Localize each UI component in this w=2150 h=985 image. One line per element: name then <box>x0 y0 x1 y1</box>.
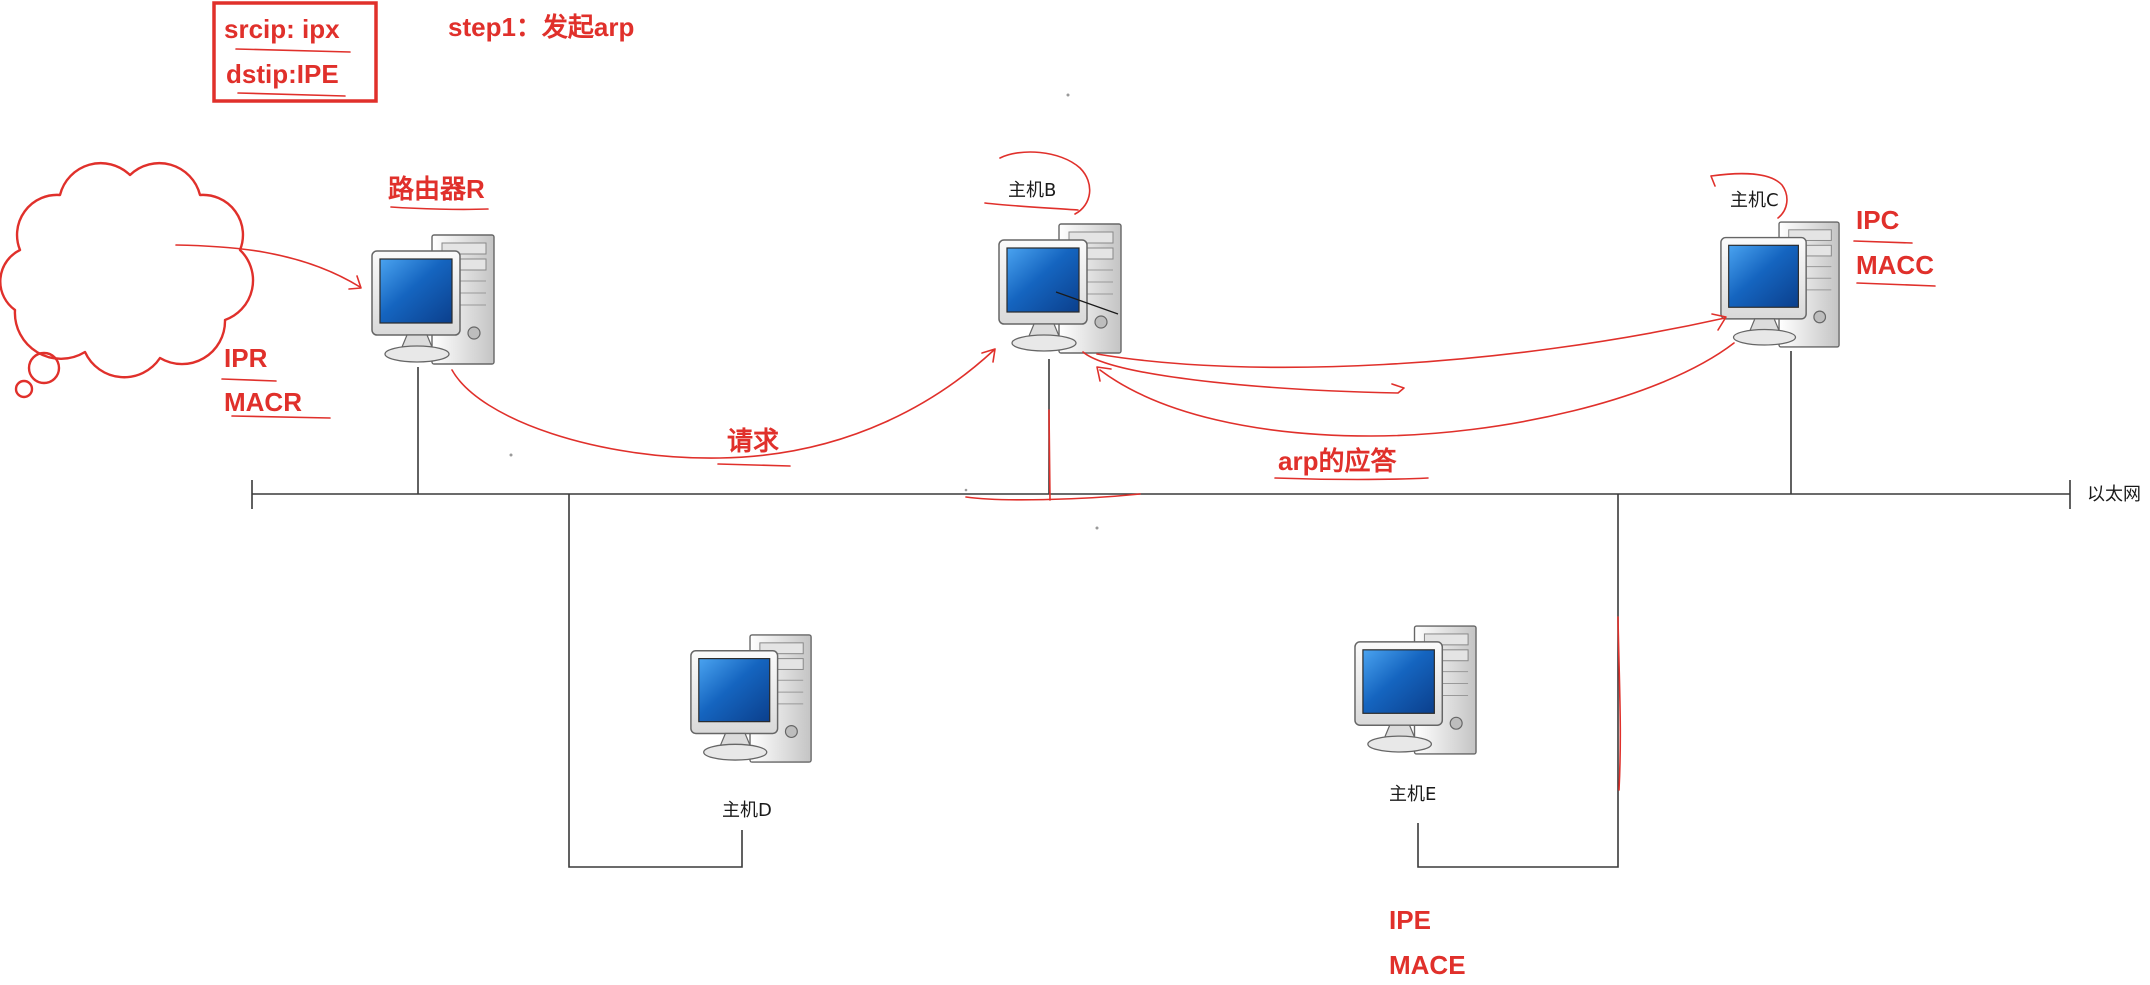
host-c-ip: IPC <box>1856 205 1900 235</box>
cloud-to-router-arrow <box>175 244 362 290</box>
speck <box>1066 93 1070 97</box>
host-c-computer-icon <box>1720 221 1840 348</box>
reply-label: arp的应答 <box>1278 446 1397 476</box>
router-title-underline <box>390 206 489 211</box>
cloud-icon <box>0 161 255 399</box>
router-mac-underline <box>231 415 331 419</box>
arrow-icon <box>981 348 996 363</box>
host-c-mac: MACC <box>1856 250 1934 280</box>
host-c-mac-underline <box>1856 282 1936 287</box>
router-ip: IPR <box>224 343 268 373</box>
arrow-icon <box>348 275 362 290</box>
host-e-mac: MACE <box>1389 950 1466 980</box>
router-computer-icon <box>371 234 495 365</box>
bus-highlight <box>965 493 1141 501</box>
host-d-label: 主机D <box>722 800 772 821</box>
host-b-label: 主机B <box>1008 180 1056 201</box>
host-c-hook-mark <box>1710 172 1788 219</box>
request-label: 请求 <box>727 426 779 456</box>
host-c-ip-underline <box>1853 240 1913 244</box>
host-e-ip: IPE <box>1389 905 1431 935</box>
router-ip-underline <box>221 378 277 382</box>
srcip-underline <box>235 48 351 53</box>
host-e-drop <box>1417 494 1619 868</box>
host-d-drop <box>568 494 743 868</box>
speck <box>509 453 513 457</box>
host-b-circle-mark <box>999 151 1091 215</box>
reply-underline <box>1274 477 1429 481</box>
ethernet-bus <box>251 480 2071 509</box>
speck <box>1095 526 1099 530</box>
host-b-underline <box>984 202 1079 211</box>
srcip-label: srcip: ipx <box>224 14 340 44</box>
packet-info-box: srcip: ipx dstip:IPE <box>212 1 378 103</box>
ethernet-label: 以太网 <box>2087 484 2141 505</box>
host-b-computer-icon <box>998 223 1122 354</box>
host-e-drop-highlight <box>1617 616 1622 791</box>
arp-reply-arrow <box>1096 342 1735 437</box>
request-underline <box>717 463 791 467</box>
arp-request-arrow <box>451 348 996 459</box>
host-b-drop-highlight <box>1048 409 1051 501</box>
host-c-label: 主机C <box>1730 190 1779 211</box>
arrow-icon <box>1711 313 1727 331</box>
host-e-computer-icon <box>1354 625 1477 755</box>
host-d-computer-icon <box>690 634 812 763</box>
broadcast-to-c-arrow <box>1082 313 1727 394</box>
dstip-underline <box>237 92 346 97</box>
speck <box>964 488 968 492</box>
host-b-pointer-line <box>1055 291 1119 315</box>
router-mac: MACR <box>224 387 302 417</box>
router-title: 路由器R <box>388 174 485 204</box>
host-e-label: 主机E <box>1389 784 1436 805</box>
arrow-icon <box>1096 366 1112 382</box>
step-title: step1：发起arp <box>448 12 634 42</box>
dstip-label: dstip:IPE <box>226 59 339 89</box>
